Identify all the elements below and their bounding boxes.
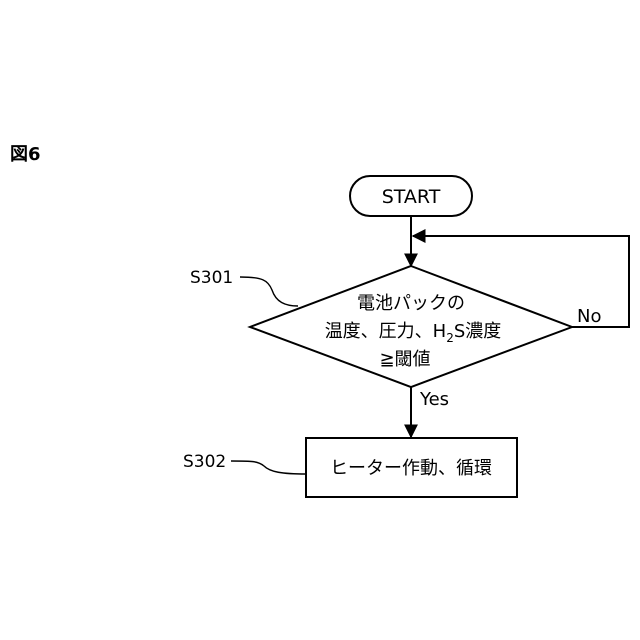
process-label: ヒーター作動、循環: [330, 458, 492, 479]
s301-leader-line: [240, 277, 298, 306]
step-label-s301: S301: [190, 268, 233, 288]
step-label-s302: S302: [183, 452, 226, 472]
figure-label: 図6: [10, 144, 41, 165]
yes-label: Yes: [419, 389, 449, 410]
decision-line-3: ≧閾値: [379, 349, 430, 370]
decision-line-2: 温度、圧力、H2S濃度: [325, 321, 502, 345]
start-label: START: [382, 186, 441, 208]
decision-line-1: 電池パックの: [357, 293, 465, 314]
s302-leader-line: [231, 461, 306, 474]
no-label: No: [577, 306, 601, 327]
